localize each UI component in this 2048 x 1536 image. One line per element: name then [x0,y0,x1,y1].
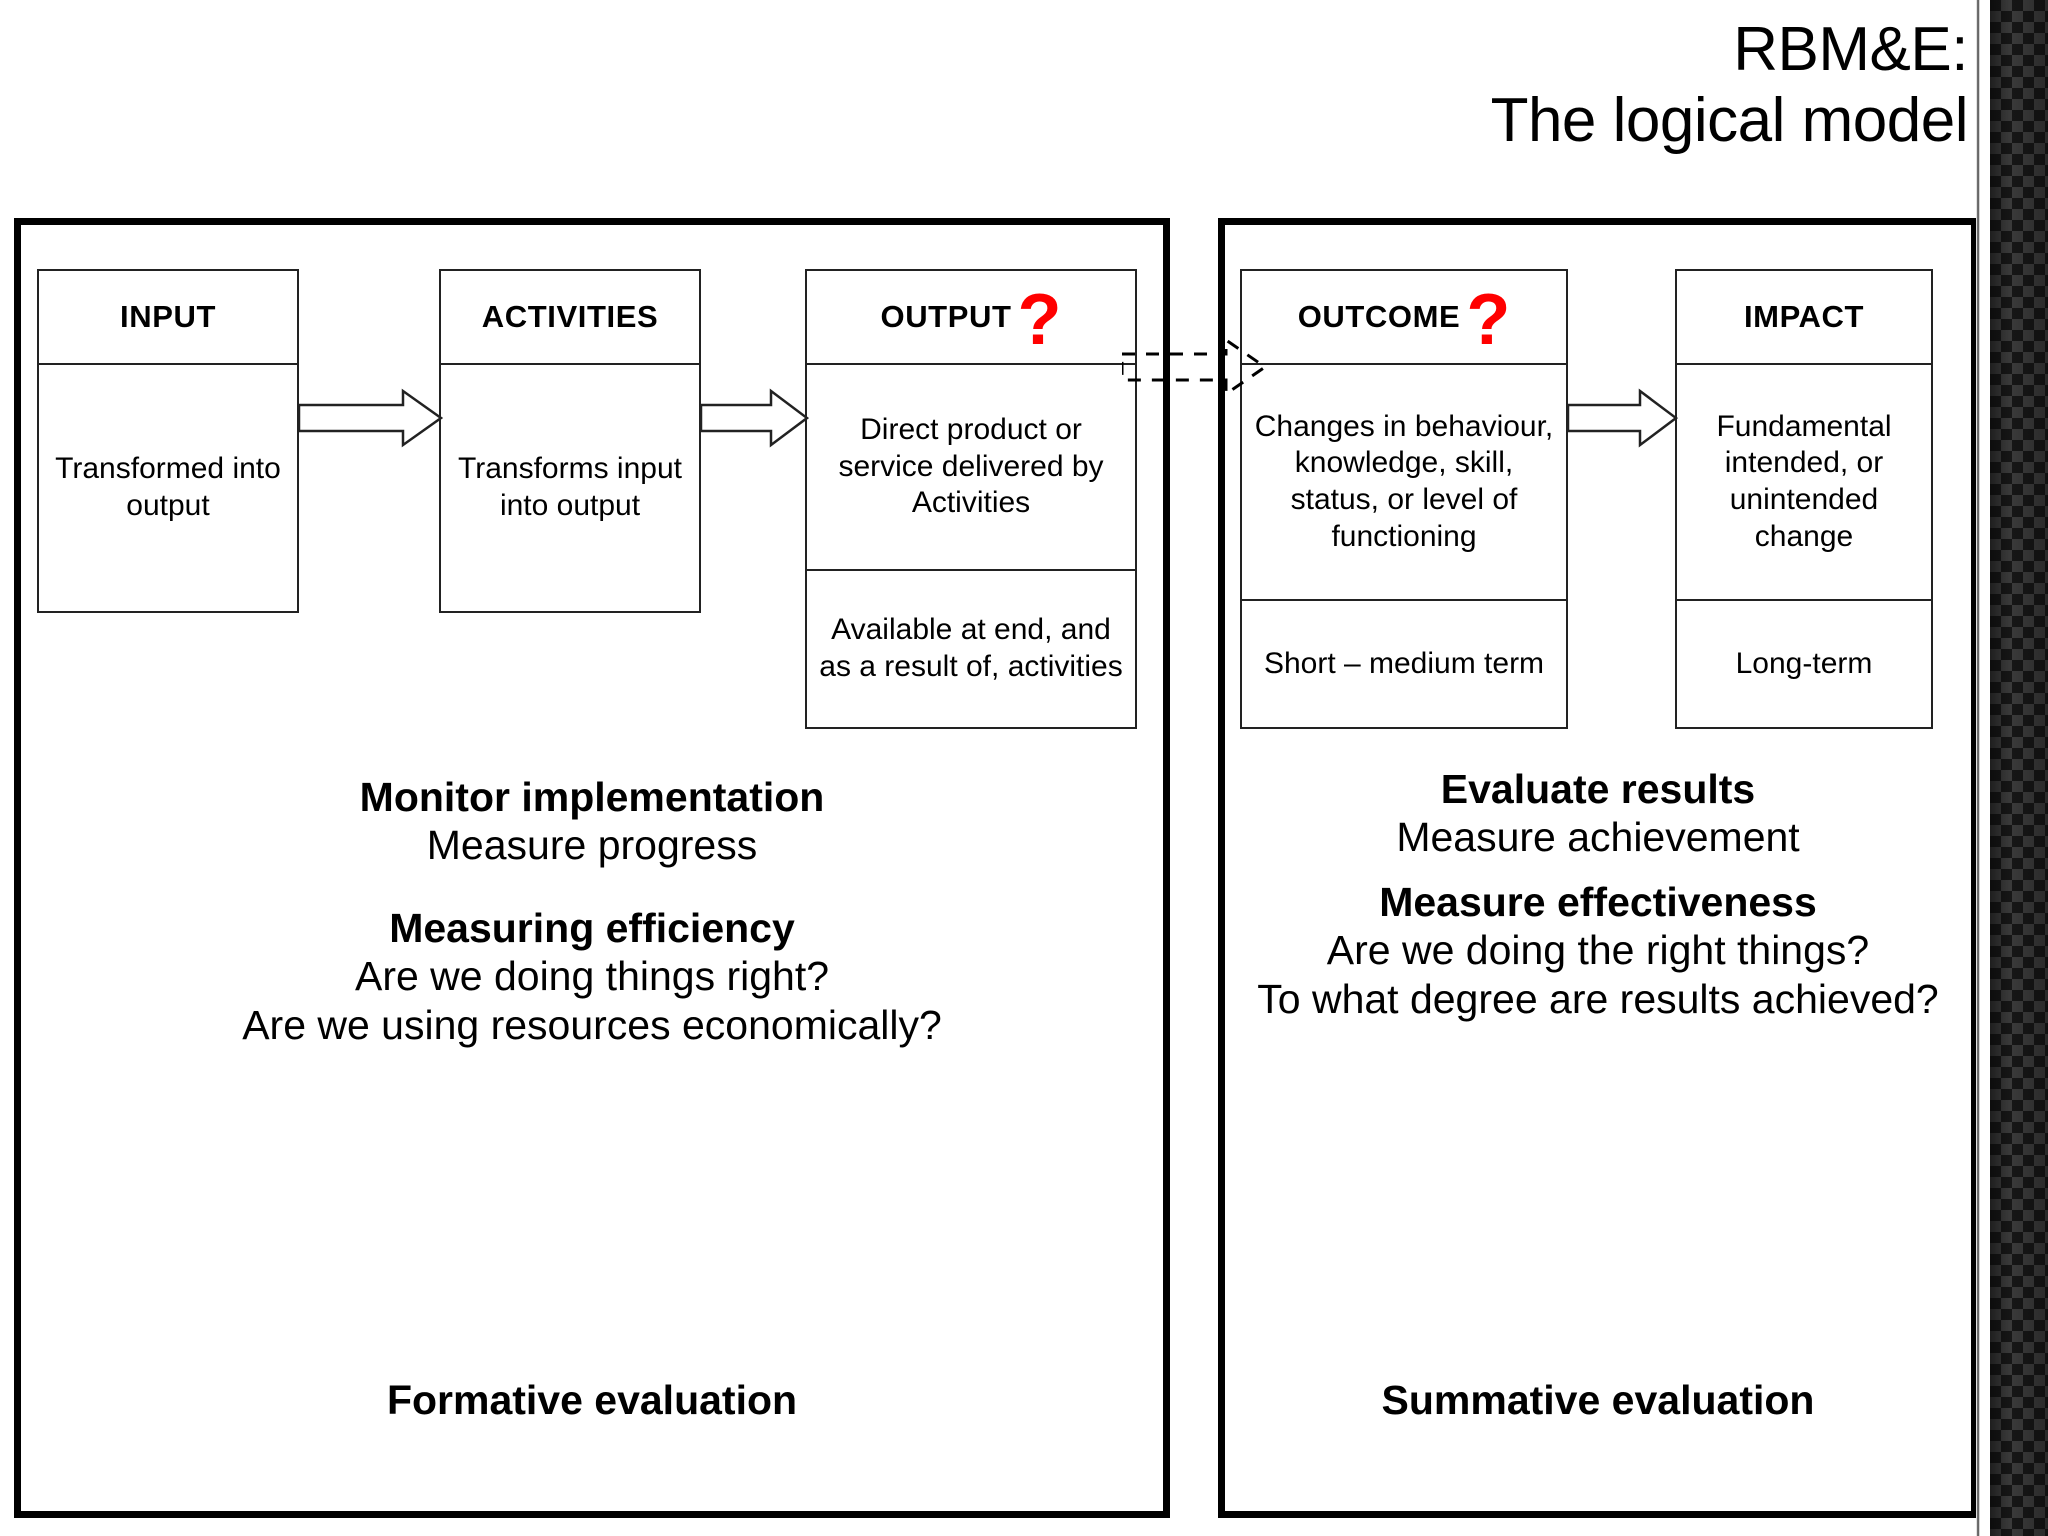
left-note-doing-things-right: Are we doing things right? [354,953,830,1000]
flow-box-impact-title: IMPACT [1743,299,1865,334]
right-panel-footer-summative: Summative evaluation [1381,1377,1815,1423]
flow-box-output-header: OUTPUT ? [807,271,1135,365]
flow-box-impact-subbody: Long-term [1677,599,1931,727]
flow-box-activities-title: ACTIVITIES [481,299,659,334]
flow-box-outcome-subbody: Short – medium term [1242,599,1566,727]
left-note-measuring-efficiency: Measuring efficiency [389,904,795,951]
left-panel-notes: Monitor implementation Measure progress … [21,773,1163,1049]
left-note-measure-progress: Measure progress [426,822,758,869]
left-note-monitor-implementation: Monitor implementation [359,774,825,820]
flow-box-outcome-title: OUTCOME [1297,299,1461,334]
question-mark-icon-outcome: ? [1466,280,1511,361]
question-mark-icon-output: ? [1017,280,1062,361]
arrow-outcome-to-impact [1568,387,1678,449]
flow-box-input-header: INPUT [39,271,297,365]
title-line-1: RBM&E: [1733,15,1968,84]
flow-box-input[interactable]: INPUT Transformed into output [37,269,299,613]
left-panel-monitoring: INPUT Transformed into output ACTIVITIES… [14,218,1170,1518]
left-note-resources-economically: Are we using resources economically? [242,1001,942,1048]
flow-box-impact[interactable]: IMPACT Fundamental intended, or unintend… [1675,269,1933,729]
right-note-measure-achievement: Measure achievement [1396,814,1800,861]
flow-box-outcome-body: Changes in behaviour, knowledge, skill, … [1254,409,1554,553]
right-panel-content: OUTCOME ? Changes in behaviour, knowledg… [1225,225,1971,1511]
right-note-measure-effectiveness: Measure effectiveness [1379,878,1817,925]
right-panel-evaluation: OUTCOME ? Changes in behaviour, knowledg… [1218,218,1978,1518]
left-panel-footer-formative: Formative evaluation [386,1377,798,1423]
right-edge-rule [1976,0,1980,1536]
right-notes-spacer [1225,862,1971,878]
arrow-input-to-activities [299,387,443,449]
page-title: RBM&E: The logical model [1068,14,1969,157]
flow-box-activities-header: ACTIVITIES [441,271,699,365]
flow-box-impact-body: Fundamental intended, or unintended chan… [1716,409,1892,553]
right-panel-notes: Evaluate results Measure achievement Mea… [1225,765,1971,1023]
flow-box-output-subbody: Available at end, and as a result of, ac… [807,569,1135,727]
flow-box-output-body: Direct product or service delivered by A… [838,413,1104,520]
flow-box-output[interactable]: OUTPUT ? Direct product or service deliv… [805,269,1137,729]
right-note-doing-right-things: Are we doing the right things? [1326,927,1870,974]
flow-box-outcome[interactable]: OUTCOME ? Changes in behaviour, knowledg… [1240,269,1568,729]
arrow-activities-to-output [701,387,809,449]
flow-box-activities[interactable]: ACTIVITIES Transforms input into output [439,269,701,613]
left-notes-spacer [21,870,1163,904]
flow-box-output-title: OUTPUT [880,299,1012,334]
left-panel-content: INPUT Transformed into output ACTIVITIES… [21,225,1163,1511]
flow-box-input-body: Transformed into output [55,452,281,522]
flow-box-activities-body: Transforms input into output [458,452,682,522]
right-note-evaluate-results: Evaluate results [1440,766,1756,812]
flow-box-outcome-header: OUTCOME ? [1242,271,1566,365]
title-line-2: The logical model [1490,86,1969,156]
right-edge-texture [1990,0,2048,1536]
arrow-output-to-outcome-dashed [1122,336,1268,398]
flow-box-input-title: INPUT [120,299,216,334]
flow-box-impact-header: IMPACT [1677,271,1931,365]
right-note-degree-results-achieved: To what degree are results achieved? [1257,975,1939,1022]
